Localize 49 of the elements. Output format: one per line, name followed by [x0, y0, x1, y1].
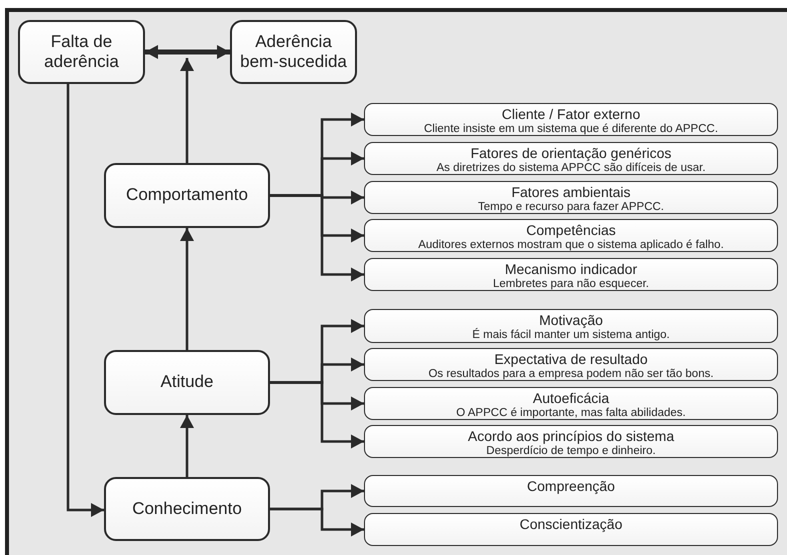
process-box [364, 103, 778, 136]
node-title: Compreenção [527, 478, 615, 494]
process-box [364, 348, 778, 381]
arrow [180, 228, 194, 350]
arrow [66, 84, 104, 517]
arrow [180, 58, 194, 163]
arrow [270, 381, 364, 448]
process-box [364, 181, 778, 214]
arrow [270, 508, 364, 536]
process-box [364, 142, 778, 175]
node-description: Desperdício de tempo e dinheiro. [486, 444, 656, 458]
process-box [364, 425, 778, 458]
process-box [364, 387, 778, 420]
node-description: As diretrizes do sistema APPCC são difíceis de usar. [436, 161, 706, 176]
node-title: Cliente / Fator externo [502, 106, 640, 122]
node-title: Aderência bem-sucedida [239, 32, 348, 72]
node-title: Fatores ambientais [511, 184, 631, 200]
process-box [364, 219, 778, 252]
node-description: Lembretes para não esquecer. [493, 277, 649, 292]
process-box [18, 20, 145, 84]
arrow [145, 45, 230, 59]
process-box [230, 20, 357, 84]
node-title: Acordo aos princípios do sistema [468, 428, 674, 444]
process-box [104, 163, 270, 228]
node-description: O APPCC é importante, mas falta abilidades. [456, 406, 686, 420]
node-title: Comportamento [125, 185, 249, 206]
node-description: Tempo e recurso para fazer APPCC. [478, 200, 664, 214]
node-title: Competências [526, 222, 616, 238]
process-box [364, 475, 778, 507]
node-title: Conhecimento [131, 498, 243, 520]
node-title: Autoeficácia [532, 390, 610, 406]
node-title: Falta de aderência [43, 32, 120, 72]
node-title: Motivação [539, 312, 603, 328]
arrow [180, 415, 194, 477]
process-box [364, 513, 778, 546]
process-box [104, 350, 270, 415]
node-title: Mecanismo indicador [504, 261, 638, 278]
process-box [104, 477, 270, 541]
node-description: Auditores externos mostram que o sistema aplicado é falho. [418, 238, 724, 252]
node-title: Atitude [160, 372, 214, 393]
node-title: Conscientização [520, 516, 622, 532]
node-title: Fatores de orientação genéricos [470, 145, 672, 162]
arrow [270, 194, 364, 282]
process-box [364, 309, 778, 343]
node-title: Expectativa de resultado [494, 351, 648, 368]
node-description: Cliente insiste em um sistema que é diferente do APPCC. [424, 122, 718, 136]
process-box [364, 258, 778, 291]
node-description: Os resultados para a empresa podem não ser tão bons. [428, 367, 714, 382]
node-description: É mais fácil manter um sistema antigo. [472, 328, 670, 342]
